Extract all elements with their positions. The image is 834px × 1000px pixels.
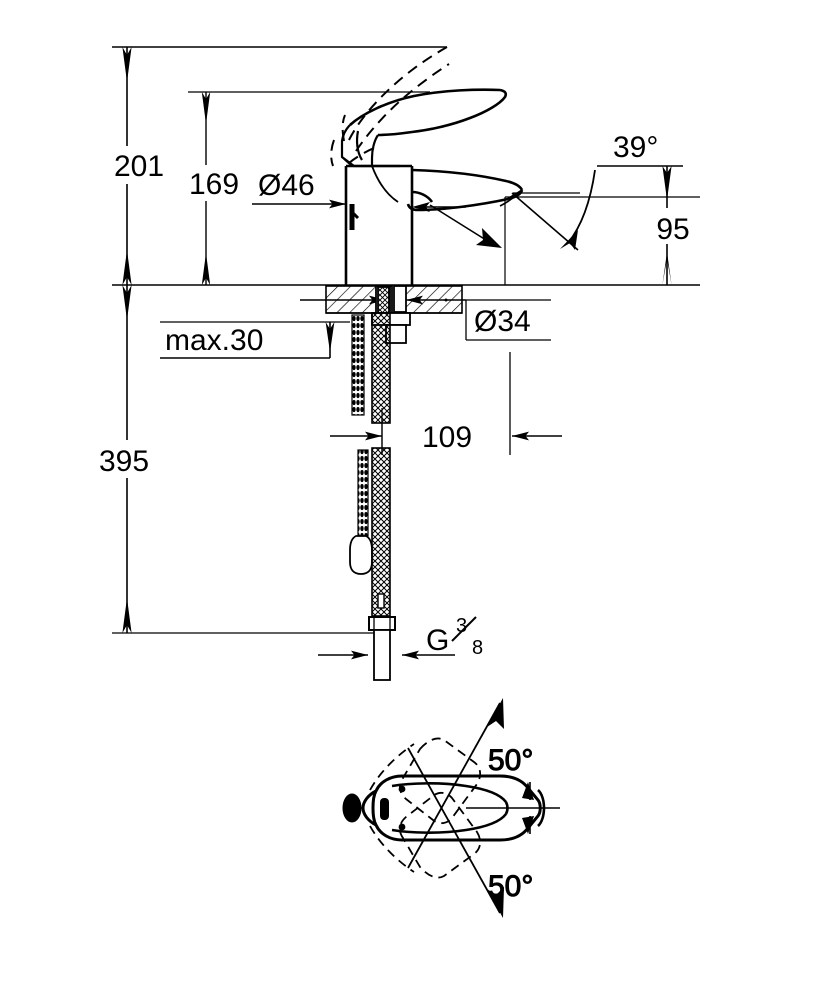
lever-base-collar <box>340 124 400 168</box>
spout-indicator-arrow <box>429 204 502 248</box>
dimension-label-diameter-34: Ø34 <box>474 305 531 338</box>
lever-ghost-up <box>399 737 481 825</box>
dimension-label-169: 169 <box>189 168 239 201</box>
arrowhead-395-top <box>122 285 132 320</box>
body-inner-curve <box>371 165 399 203</box>
dimension-201: 201 <box>100 47 178 285</box>
dimension-label-thread-numerator: 3 <box>456 615 467 637</box>
dimension-label-201: 201 <box>114 150 164 183</box>
spout-base-arrow <box>412 202 466 212</box>
pull-rod-lower <box>357 449 369 537</box>
arrowhead-201-top <box>122 47 132 82</box>
arrowhead-95-bottom <box>662 252 672 285</box>
dimension-label-95: 95 <box>656 213 689 246</box>
dimension-label-395: 395 <box>99 445 149 478</box>
arrowhead-angle-39 <box>560 230 578 250</box>
plan-angle-leader-down <box>407 747 504 918</box>
lever-ghost-outline-extra <box>369 743 415 873</box>
lever-plan-dot-bottom <box>398 823 406 831</box>
arrowhead-395-bottom <box>122 598 132 633</box>
dimension-label-diameter-46: Ø46 <box>258 169 315 202</box>
dimension-95: 95 <box>644 166 702 285</box>
dimension-diameter-46: Ø46 <box>252 169 346 209</box>
dimension-thread-g38: G 3 8 <box>318 615 483 660</box>
faucet-elevation-drawing <box>300 46 524 681</box>
lever-plan-body <box>361 774 542 842</box>
dimension-label-109: 109 <box>422 421 472 454</box>
dimension-109: 109 <box>330 421 562 454</box>
plan-angle-leader-up <box>407 698 504 869</box>
dimension-label-max-30: max.30 <box>165 324 263 357</box>
thread-tail <box>373 629 391 681</box>
dimension-169: 169 <box>176 92 252 285</box>
arrowhead-95-top <box>662 166 672 200</box>
dimension-label-angle-39: 39° <box>613 131 658 164</box>
pull-rod-upper <box>351 314 365 416</box>
flex-hose-upper <box>371 312 391 424</box>
faucet-body-column <box>344 164 414 285</box>
flex-hose-lower <box>371 447 391 617</box>
lever-plan-slot <box>380 798 389 820</box>
lever-handle <box>349 88 508 137</box>
dimension-label-thread-denominator: 8 <box>472 637 483 659</box>
hose-end-fitting <box>368 616 396 681</box>
lever-plan-dot-top <box>398 785 406 793</box>
hoses-upper <box>351 312 391 424</box>
lever-plan-cap <box>342 793 362 823</box>
hoses-lower <box>349 447 391 617</box>
lever-ghost-down <box>399 791 481 879</box>
dimension-label-thread-prefix: G <box>426 624 449 657</box>
body-side-marker <box>349 204 360 230</box>
dimension-label-swivel-lower: 50° <box>488 870 533 903</box>
arrowhead-201-bottom <box>122 250 132 285</box>
dimension-diameter-34: Ø34 <box>474 305 531 338</box>
dimension-max-30: max.30 <box>160 322 335 359</box>
dimension-label-swivel-upper: 50° <box>488 744 533 777</box>
lever-plan-view: 50° 50° <box>342 698 560 918</box>
dimension-angle-39: 39° <box>511 131 658 251</box>
arrowhead-169-top <box>201 92 211 124</box>
plan-angle-ticks <box>522 782 534 834</box>
pull-rod-knob <box>349 535 373 575</box>
arrowhead-max30 <box>325 322 335 352</box>
dimension-395: 395 <box>86 285 168 633</box>
arrowhead-169-bottom <box>201 253 211 285</box>
